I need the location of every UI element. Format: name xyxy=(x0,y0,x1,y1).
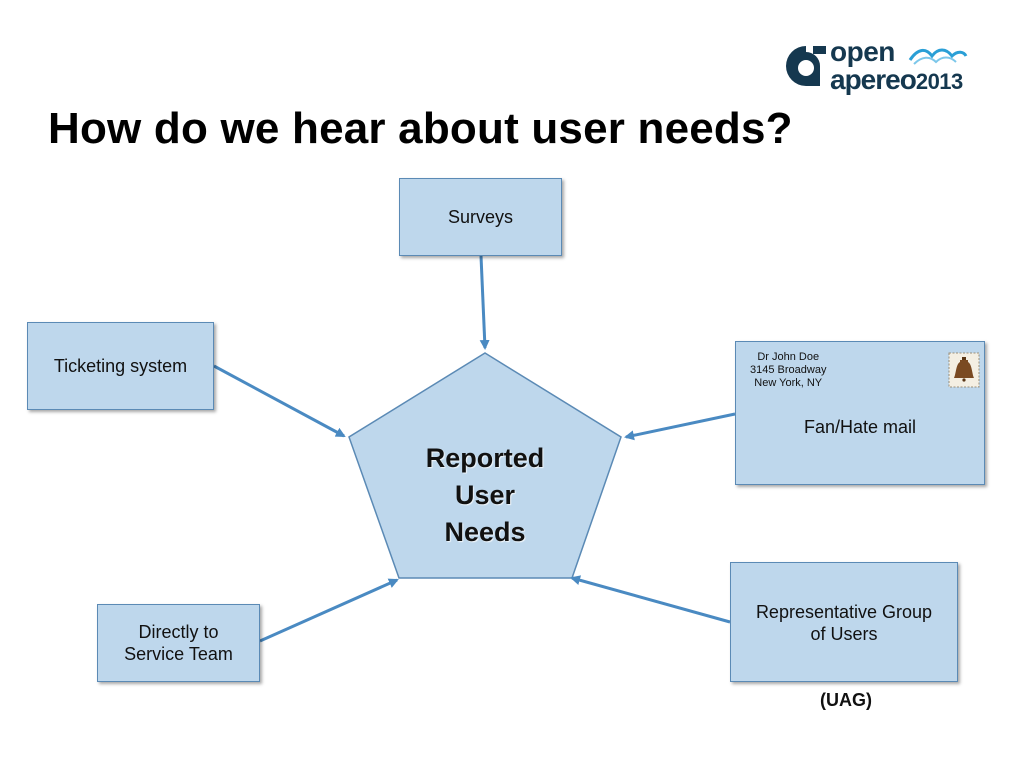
fan-hate-mail-label: Fan/Hate mail xyxy=(803,417,917,437)
reported-user-needs-pentagon xyxy=(348,352,622,579)
ticketing-system-box: Ticketing system xyxy=(27,322,214,410)
representative-label-line: of Users xyxy=(810,624,878,644)
directly-label: Directly to Service Team xyxy=(124,621,233,665)
address-line: Dr John Doe xyxy=(757,351,820,363)
ticketing-system-label: Ticketing system xyxy=(53,356,188,376)
arrow-ticketing xyxy=(213,364,346,438)
surveys-box: Surveys xyxy=(399,178,562,256)
arrow-directly xyxy=(259,578,399,643)
arrow-representative xyxy=(570,575,731,624)
apereo-logo-mark-icon xyxy=(786,46,826,86)
address-line: New York, NY xyxy=(754,377,823,389)
center-label: Reported User Needs xyxy=(385,440,585,551)
logo-word-open: open xyxy=(830,36,895,67)
representative-group-box: Representative Group of Users xyxy=(730,562,958,682)
wave-icon xyxy=(908,48,968,65)
center-label-line: User xyxy=(454,480,516,510)
arrow-surveys xyxy=(479,255,490,350)
open-apereo-logo: open apereo2013 xyxy=(780,36,980,98)
uag-label: (UAG) xyxy=(820,690,872,710)
fan-hate-mail-envelope: Dr John Doe 3145 Broadway New York, NY F… xyxy=(735,341,985,485)
logo-word-apereo: apereo2013 xyxy=(830,64,963,95)
representative-label-line: Representative Group xyxy=(755,602,933,622)
representative-label: Representative Group of Users xyxy=(756,601,932,645)
directly-label-line: Directly to xyxy=(138,622,219,642)
center-label-line: Reported xyxy=(425,443,545,473)
directly-label-line: Service Team xyxy=(124,644,233,664)
address-line: 3145 Broadway xyxy=(750,364,827,376)
logo-year: 2013 xyxy=(915,69,963,94)
arrow-fanmail xyxy=(624,412,736,441)
center-label-line: Needs xyxy=(444,517,526,547)
directly-to-service-team-box: Directly to Service Team xyxy=(97,604,260,682)
envelope-address: Dr John Doe 3145 Broadway New York, NY xyxy=(750,351,826,390)
slide-title: How do we hear about user needs? xyxy=(48,104,793,153)
surveys-label: Surveys xyxy=(447,207,514,227)
liberty-bell-stamp-icon xyxy=(948,352,980,388)
